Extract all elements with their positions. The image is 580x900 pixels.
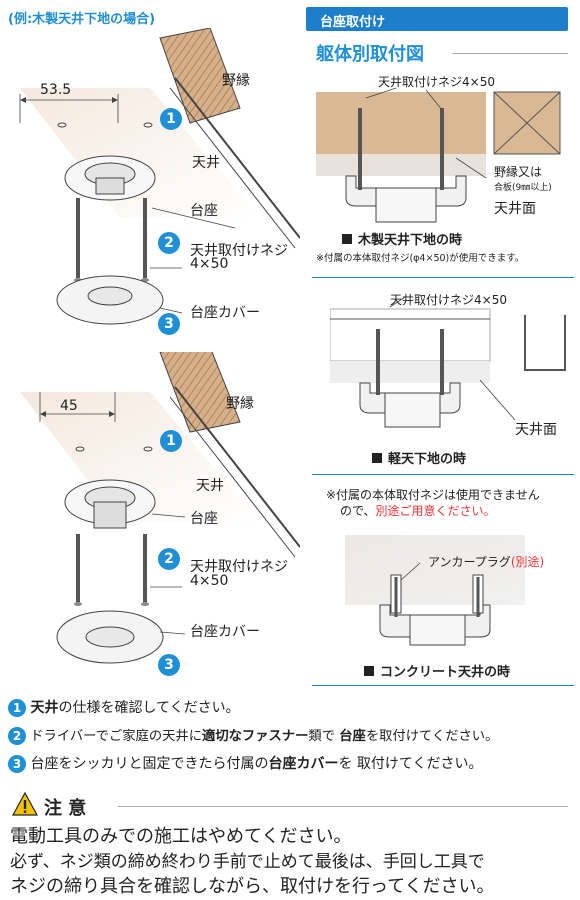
bottom-marker-2: 2 <box>158 548 180 570</box>
step-3-text0: 台座をシッカリと固定できたら付属の <box>30 756 269 772</box>
top-installation-diagram <box>19 28 300 325</box>
light-steel-figure <box>330 296 566 428</box>
step-2-text2: を取付けてください。 <box>365 729 499 744</box>
wood-screw-label: 天井取付けネジ4×50 <box>378 75 495 89</box>
bottom-base-label: 台座 <box>190 511 218 527</box>
wood-caption-text: 木製天井下地の時 <box>358 233 463 248</box>
step-2-number: 2 <box>8 727 26 745</box>
top-noberi-label: 野縁 <box>222 73 250 89</box>
bottom-screw-label: 天井取付けネジ <box>190 559 288 575</box>
bottom-noberi-label: 野縁 <box>226 396 254 412</box>
anchor-red: (別途) <box>510 555 545 569</box>
steel-ceiling-face: 天井面 <box>515 422 557 438</box>
top-marker-2: 2 <box>158 232 180 254</box>
caution-line-2: 必ず、ネジ類の締め終わり手前で止めて最後は、手回し工具で <box>10 852 485 872</box>
wood-note: ※付属の本体取付ネジ(φ4×50)が使用できます。 <box>316 253 525 264</box>
subheading: 躯体別取付図 <box>316 44 424 65</box>
steel-caption: 軽天下地の時 <box>372 448 466 467</box>
steel-note-pre: ので、 <box>340 504 376 518</box>
wood-ceiling-figure <box>316 87 561 223</box>
wood-ceiling-face: 天井面 <box>494 201 536 217</box>
top-screw-label: 天井取付けネジ <box>190 243 288 259</box>
concrete-figure <box>345 535 525 646</box>
warning-icon <box>12 792 38 816</box>
step-1-number: 1 <box>8 699 26 717</box>
caution-line-1: 電動工具のみでの施工はやめてください。 <box>10 826 352 847</box>
step-2: 2 ドライバーでご家庭の天井に適切なファスナー類で 台座を取付けてください。 <box>8 725 498 745</box>
top-dimension: 53.5 <box>40 82 72 98</box>
concrete-anchor-label: アンカープラグ(別途) <box>428 553 544 570</box>
step-3-bold1: 台座カバー <box>268 756 339 772</box>
caution-line-3: ネジの締り具合を確認しながら、取付けを行ってください。 <box>10 876 495 897</box>
caption-square-icon <box>372 453 382 463</box>
bottom-marker-1: 1 <box>160 430 182 452</box>
step-3-text1: を 取付けてください。 <box>338 756 483 772</box>
top-marker-1: 1 <box>160 108 182 130</box>
steel-screw-label: 天井取付けネジ4×50 <box>390 293 507 307</box>
anchor-label: アンカープラグ <box>428 555 511 569</box>
step-3: 3 台座をシッカリと固定できたら付属の台座カバーを 取付けてください。 <box>8 753 482 773</box>
section-title: 台座取付け <box>320 15 386 30</box>
divider-2 <box>312 474 574 475</box>
top-marker-3: 3 <box>158 313 180 335</box>
top-cover-label: 台座カバー <box>190 305 260 321</box>
concrete-caption-text: コンクリート天井の時 <box>380 665 511 680</box>
subheading-rule <box>452 53 568 54</box>
bottom-ceiling-label: 天井 <box>196 478 224 494</box>
wood-board-label: 合板(9㎜以上) <box>494 183 552 193</box>
step-2-bold1: 適切なファスナー <box>202 729 309 744</box>
step-1: 1 天井の仕様を確認してください。 <box>8 697 240 717</box>
wood-noberi-label: 野縁又は <box>494 165 543 179</box>
top-screw-size: 4×50 <box>190 256 229 272</box>
step-2-text1: 類で <box>308 729 340 744</box>
bottom-dimension: 45 <box>60 398 78 414</box>
divider-3 <box>312 685 574 686</box>
steel-note-red: 別途ご用意ください。 <box>375 504 496 518</box>
step-2-bold2: 台座 <box>339 729 366 744</box>
bottom-marker-3: 3 <box>158 654 180 676</box>
concrete-caption: コンクリート天井の時 <box>364 661 510 680</box>
wood-caption: 木製天井下地の時 <box>342 229 462 248</box>
bottom-screw-size: 4×50 <box>190 573 229 589</box>
step-1-text: の仕様を確認してください。 <box>58 700 240 716</box>
top-base-label: 台座 <box>190 203 218 219</box>
steel-note-line2: ので、別途ご用意ください。 <box>340 502 496 519</box>
steel-caption-text: 軽天下地の時 <box>388 452 467 467</box>
bottom-installation-diagram <box>20 352 300 664</box>
example-title: (例:木製天井下地の場合) <box>8 12 156 27</box>
steel-note-line1: ※付属の本体取付ネジは使用できません <box>326 488 540 502</box>
caution-rule <box>118 806 568 807</box>
bottom-cover-label: 台座カバー <box>190 624 260 640</box>
section-header: 台座取付け <box>306 7 568 31</box>
step-1-bold: 天井 <box>30 700 59 716</box>
caution-title: 注 意 <box>44 798 87 819</box>
divider-1 <box>312 277 574 278</box>
step-3-number: 3 <box>8 755 26 773</box>
step-2-text0: ドライバーでご家庭の天井に <box>30 729 203 744</box>
top-ceiling-label: 天井 <box>192 155 220 171</box>
caption-square-icon <box>342 234 352 244</box>
caption-square-icon <box>364 666 374 676</box>
